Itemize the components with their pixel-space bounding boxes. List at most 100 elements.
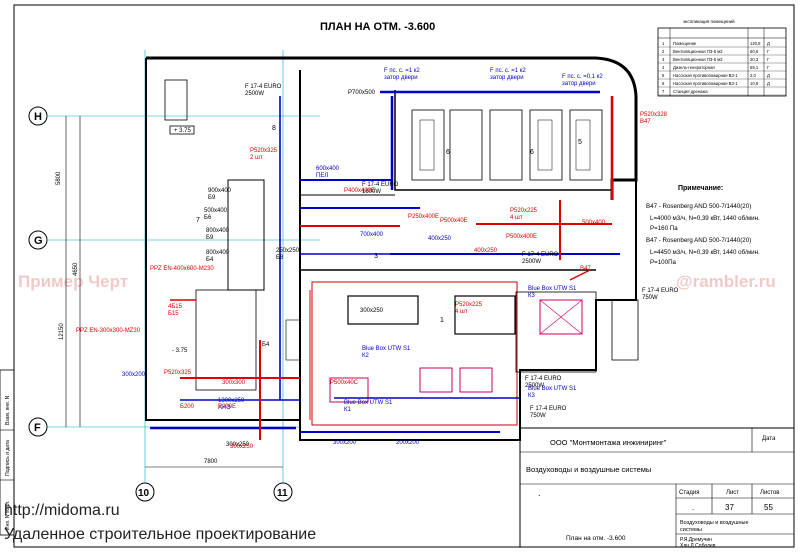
room-table-cell: 120,8 <box>750 41 761 46</box>
room-table-cell: Помещение <box>673 41 697 46</box>
blue-label-d300a: 300x200 <box>122 372 146 378</box>
stamp-plan: План на отм. -3.600 <box>566 535 626 542</box>
footer-tagline: Удаленное строительное проектирование <box>4 526 317 543</box>
red-label-r12: 300x300 <box>222 380 246 386</box>
red-label-r10: PPZ EN-400x600-M230 <box>150 266 214 272</box>
red-label-r20: P520x325 <box>164 370 192 376</box>
room-table-cell: 7 <box>662 89 665 94</box>
room-table-cell: 1 <box>662 41 665 46</box>
notes-line4: В47 - Rosenberg AND 500-7/1440(20) <box>646 237 751 244</box>
red-ducts <box>170 96 614 440</box>
notes-line6: P=100Па <box>650 259 677 266</box>
blue-label-d200: 200x200 <box>396 440 420 446</box>
notes-line3: P=160 Па <box>650 225 678 232</box>
room-table-cell: Станция дренажа <box>673 89 708 94</box>
axis-h: H <box>34 111 42 123</box>
blue-label-d300b: 300x200 <box>333 440 357 446</box>
dim-7800: 7800 <box>204 459 218 465</box>
axis-f: F <box>34 422 41 434</box>
red-label-r13: 300x250 <box>230 444 254 450</box>
notes-line1: В47 - Rosenberg AND 500-7/1440(20) <box>646 203 751 210</box>
axis-11: 11 <box>277 488 288 499</box>
red-label-r16: Б200 <box>180 404 195 410</box>
black-label-13: 8 <box>272 125 276 132</box>
side-stamp: Взам. инв. N Подпись и дата Инв. N подл. <box>0 369 15 536</box>
room-table-cell: Д <box>767 73 770 78</box>
room-table-cell: Вентиляционная ПЗ-5 м3 <box>673 57 723 62</box>
room-table-cell: Насосная противопожарная ВЗ-1 <box>673 73 738 78</box>
black-label-16: 5 <box>578 139 582 146</box>
room-table-cell: 2,0 <box>750 73 756 78</box>
stamp-subject: Воздуховоды и воздушные системы <box>526 465 651 474</box>
notes-line5: L=4450 м3/ч, N=0,39 кВт, 1440 об/мин. <box>650 249 760 256</box>
dimension-lines: 5800 4650 12150 7800 <box>56 116 283 468</box>
black-label-15: 6 <box>530 149 534 156</box>
black-label-17: 3 <box>374 253 378 260</box>
black-label-7: 300x250 <box>226 442 250 448</box>
notes-heading: Примечание: <box>678 185 723 192</box>
room-table-cell: 3 <box>662 57 665 62</box>
room-table-cell: 10,8 <box>750 81 759 86</box>
plan-title: ПЛАН НА ОТМ. -3.600 <box>320 21 435 33</box>
red-label-r14: 500x400 <box>582 220 606 226</box>
room-table-cell: Г <box>767 65 770 70</box>
watermark-left: Пример Черт <box>18 272 128 291</box>
red-label-r9: PPZ EN-300x300-MZ30 <box>76 328 141 334</box>
stamp-sheets: 55 <box>764 503 773 512</box>
black-label-8: Б4 <box>262 342 270 348</box>
black-label-9: + 3.75 <box>174 128 192 134</box>
footer-url[interactable]: http://midoma.ru <box>4 502 120 519</box>
dim-5800: 5800 <box>56 171 62 185</box>
blue-label-p400: 400x250 <box>428 236 452 242</box>
black-label-6: 300x250 <box>360 308 384 314</box>
red-label-r5: P500x400E <box>506 234 537 240</box>
unit-label-2: P700x500 <box>348 90 376 96</box>
red-label-r7: P250x400E <box>408 214 439 220</box>
red-label-r19: B47 <box>580 266 591 272</box>
blue-ducts <box>150 90 620 433</box>
dim-4650: 4650 <box>73 262 79 276</box>
stamp-date-label: Дата <box>762 436 776 442</box>
room-table-cell: 6 <box>662 81 665 86</box>
room-table-cell: 59,1 <box>750 65 759 70</box>
black-label-10: - 3.75 <box>172 348 188 354</box>
side-label-2: Подпись и дата <box>5 440 11 476</box>
dim-12150: 12150 <box>59 323 65 340</box>
room-table-cell: Дизель-генераторная <box>673 65 715 70</box>
room-table-cell: 60,6 <box>750 49 759 54</box>
stamp-sheet: 37 <box>725 503 734 512</box>
room-table-cell: Г <box>767 57 770 62</box>
notes-block: Примечание: В47 - Rosenberg AND 500-7/14… <box>646 185 760 266</box>
room-table-cell: Насосная противопожарная ВЗ-1 <box>673 81 738 86</box>
room-table-cell: 20,3 <box>750 57 759 62</box>
black-label-12: 7 <box>196 217 200 224</box>
